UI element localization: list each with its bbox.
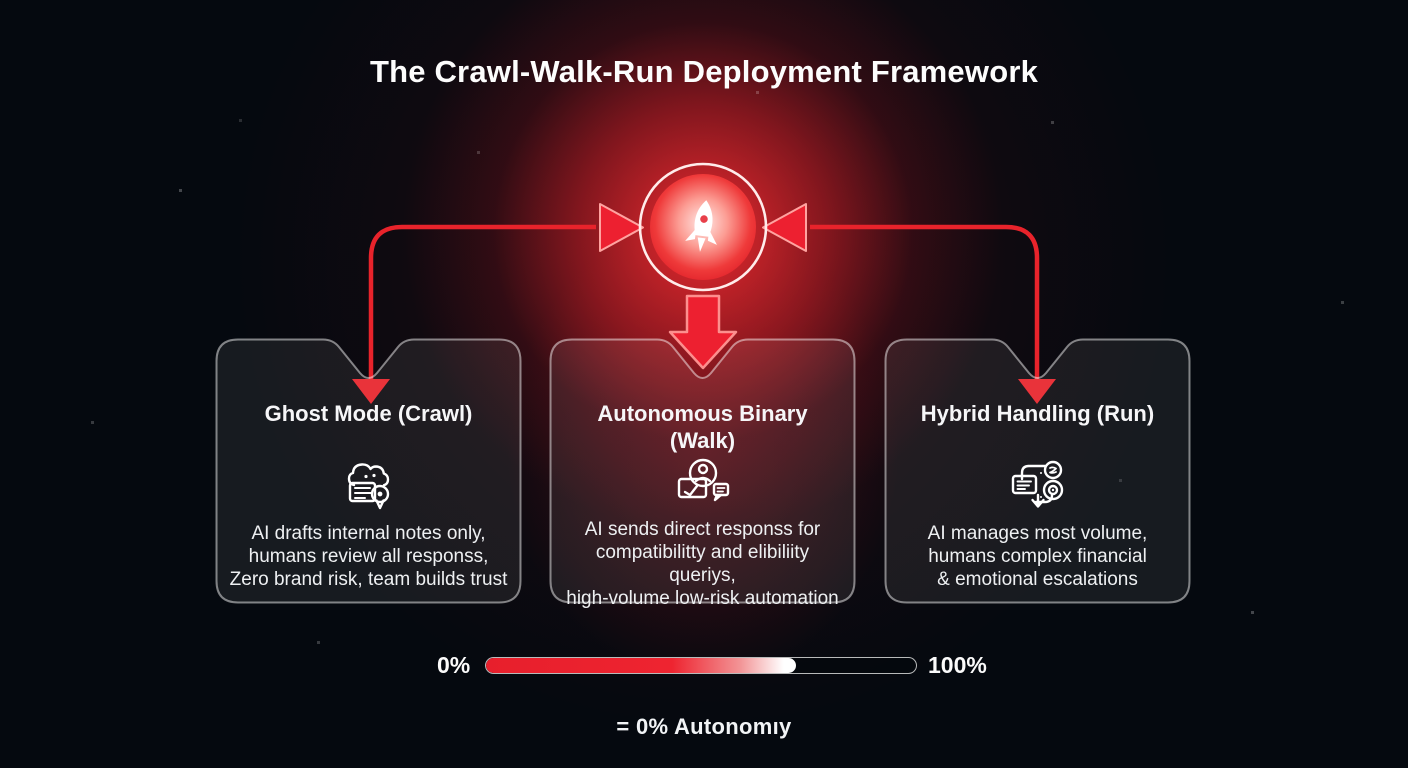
card-hybrid-handling: Hybrid Handling (Run) AI	[884, 338, 1191, 604]
card-title: Hybrid Handling (Run)	[920, 401, 1155, 426]
card-body: AI sends direct responss for compatibili…	[566, 519, 839, 609]
card-body: AI manages most volume, humans complex f…	[927, 523, 1148, 590]
card-ghost-mode: Ghost Mode (Crawl) AI drafts internal no…	[215, 338, 522, 604]
autonomy-progress-row: 0% 100%	[0, 650, 1408, 686]
card-shape	[549, 338, 856, 604]
progress-left-label: 0%	[437, 652, 471, 678]
progress-track	[485, 657, 917, 674]
card-shape	[884, 338, 1191, 604]
card-shape	[215, 338, 522, 604]
progress-right-label: 100%	[928, 652, 987, 678]
left-connector-arrow	[352, 203, 644, 404]
rocket-badge	[638, 162, 768, 292]
card-autonomous-binary: Autonomous Binary(Walk) AI sends direct …	[549, 338, 856, 609]
autonomy-caption: = 0% Autonomıy	[616, 714, 792, 739]
right-connector-arrow	[762, 203, 1056, 404]
autonomous-reply-icon	[672, 456, 734, 510]
down-block-arrow	[668, 294, 738, 370]
progress-fill	[486, 658, 796, 673]
hybrid-routing-icon	[1007, 456, 1069, 514]
page-title: The Crawl-Walk-Run Deployment Framework	[369, 54, 1039, 89]
ghost-draft-icon	[340, 456, 398, 514]
card-body: AI drafts internal notes only, humans re…	[229, 523, 508, 590]
card-title: Ghost Mode (Crawl)	[264, 401, 473, 426]
card-title: Autonomous Binary(Walk)	[597, 401, 808, 453]
